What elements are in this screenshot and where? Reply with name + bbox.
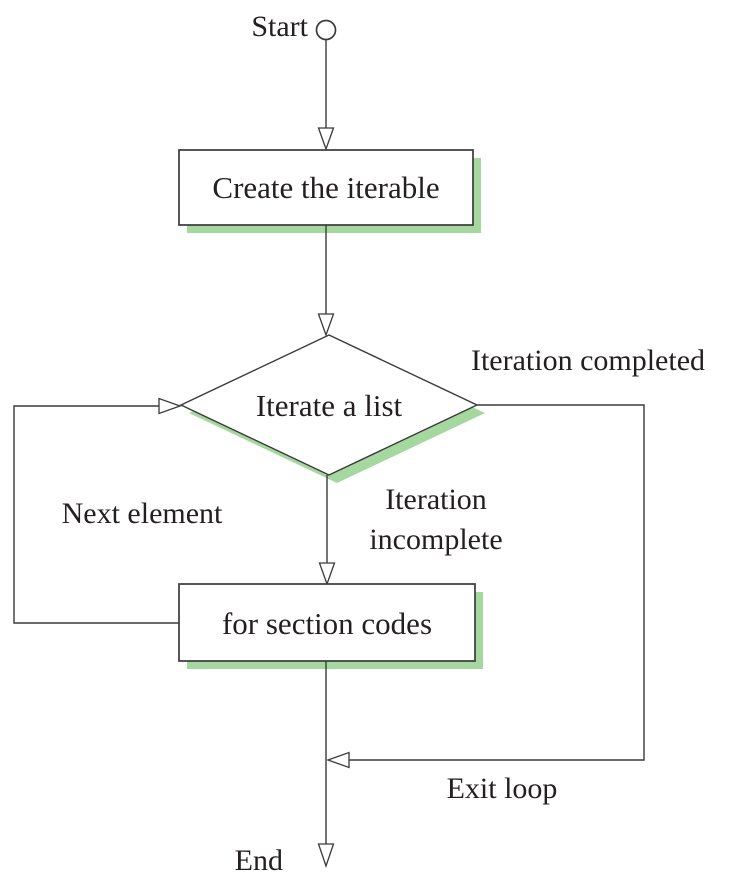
edge-next-element-loop: Next element [13,397,223,624]
for-body-label: for section codes [222,606,432,641]
for-body-box [178,583,476,662]
next-element-label: Next element [62,497,223,530]
arrow-start-to-create [317,39,335,151]
down-arrowhead-icon [318,562,336,586]
edge-iteration-completed: Iteration completed Exit loop [326,344,705,805]
start-label: Start [251,10,308,43]
exit-loop-label: Exit loop [447,772,558,805]
end-label: End [235,844,283,877]
down-arrowhead-icon [317,127,335,151]
arrow-for-to-end [317,661,335,869]
arrow-create-to-decision [317,225,335,337]
for-body-node: for section codes [178,583,483,669]
create-iterable-box [178,149,474,226]
create-iterable-label: Create the iterable [212,170,439,205]
iteration-incomplete-label-line1: Iteration [385,483,487,516]
down-arrowhead-icon [317,313,335,337]
edge-line [349,404,645,761]
decision-diamond [179,334,479,476]
create-iterable-node: Create the iterable [178,149,481,233]
left-arrowhead-icon [326,751,350,769]
iteration-completed-label: Iteration completed [471,344,705,377]
down-arrowhead-icon [317,843,335,869]
edge-line [13,405,179,624]
right-arrowhead-icon [158,397,182,415]
decision-node: Iterate a list [179,334,485,483]
start-terminator-icon [315,19,337,41]
decision-label: Iterate a list [256,388,403,423]
arrow-decision-to-for: Iteration incomplete [318,475,503,586]
iteration-incomplete-label-line2: incomplete [369,523,502,556]
